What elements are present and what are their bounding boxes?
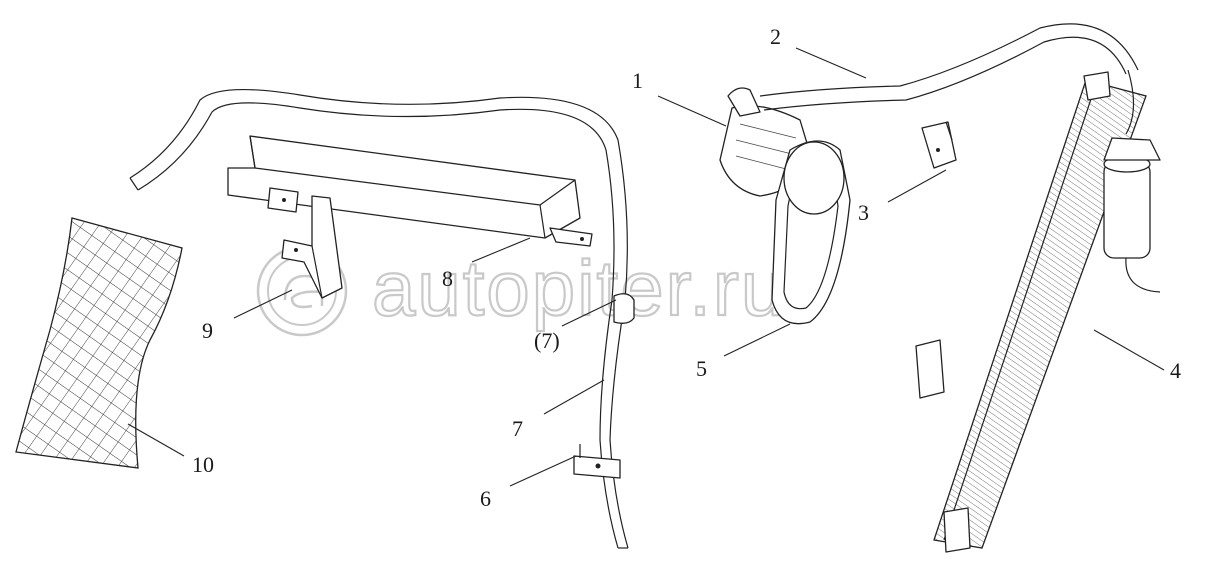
callout-5: 5 bbox=[696, 356, 707, 381]
duct-channel-part-8 bbox=[227, 135, 593, 247]
callout-6: 6 bbox=[480, 486, 491, 511]
callout-labels: 1 2 3 4 5 6 7 (7) 8 9 10 bbox=[192, 24, 1181, 511]
bracket-part-9 bbox=[281, 195, 343, 299]
callout-1: 1 bbox=[632, 68, 643, 93]
hose-part-2 bbox=[759, 23, 1139, 111]
leader-lines bbox=[127, 47, 1165, 487]
bracket-part-3 bbox=[921, 121, 957, 169]
clip-part-6 bbox=[573, 444, 621, 479]
condenser-part-4 bbox=[915, 69, 1161, 553]
callout-10: 10 bbox=[192, 452, 214, 477]
callout-9: 9 bbox=[202, 318, 213, 343]
watermark-text: autopiter.ru bbox=[372, 244, 786, 332]
callout-7: 7 bbox=[512, 416, 523, 441]
receiver-drier-icon bbox=[1103, 137, 1161, 293]
callout-2: 2 bbox=[770, 24, 781, 49]
hose-part-7 bbox=[129, 88, 635, 549]
callout-8: 8 bbox=[442, 266, 453, 291]
callout-7-reference: (7) bbox=[534, 328, 560, 353]
drive-belt-part-5 bbox=[771, 140, 851, 325]
mesh-panel-part-10 bbox=[15, 217, 183, 469]
callout-3: 3 bbox=[858, 200, 869, 225]
callout-4: 4 bbox=[1170, 358, 1181, 383]
